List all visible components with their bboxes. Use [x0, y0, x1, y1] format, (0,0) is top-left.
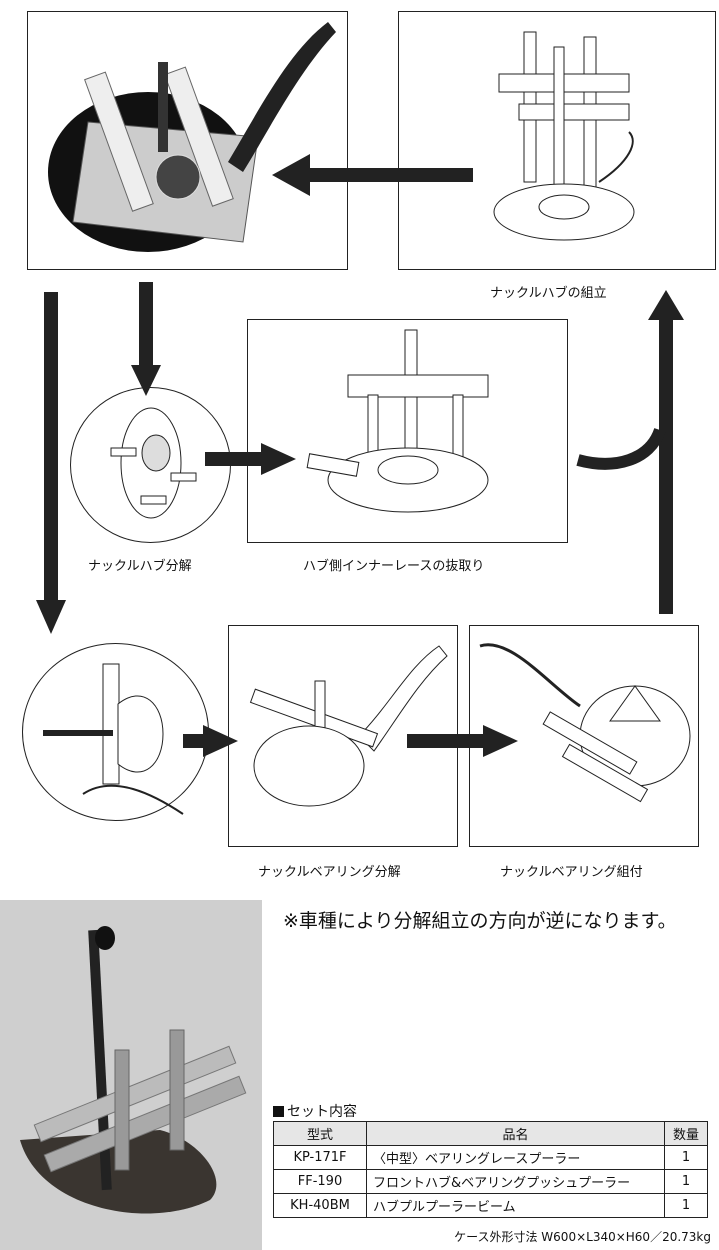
- knuckle-hub-assembly-illustration: [493, 31, 635, 241]
- set-contents-title-text: セット内容: [287, 1104, 357, 1120]
- cell-model: KP-171F: [273, 1145, 367, 1170]
- bearing-installation-illustration: [479, 643, 691, 803]
- cell-name: ハブプルプーラービーム: [366, 1193, 665, 1218]
- table-row: KP-171F 〈中型〉ベアリングレースプーラー 1: [273, 1145, 708, 1170]
- cell-name: 〈中型〉ベアリングレースプーラー: [366, 1145, 665, 1170]
- arrow-press-to-hub-disassembly: [131, 282, 161, 396]
- set-contents-title: セット内容: [273, 1101, 357, 1121]
- arrow-bearing-detail-to-disassembly: [183, 725, 238, 757]
- caption-knuckle-bearing-disassembly: ナックルベアリング分解: [258, 865, 401, 880]
- set-contents-table: 型式 品名 数量 KP-171F 〈中型〉ベアリングレースプーラー 1 FF-1…: [273, 1121, 708, 1218]
- arrow-hub-disassembly-to-race-removal: [205, 443, 296, 475]
- case-dimensions: ケース外形寸法 W600×L340×H60／20.73kg: [454, 1230, 711, 1244]
- arrow-disassembly-to-installation: [407, 725, 518, 757]
- panel-hub-inner-race-removal: [247, 319, 568, 543]
- table-row: KH-40BM ハブプルプーラービーム 1: [273, 1193, 708, 1218]
- circle-knuckle-hub-disassembly: [70, 387, 231, 543]
- cell-quantity: 1: [664, 1193, 708, 1218]
- arrow-left-down-to-bearing-detail: [36, 292, 66, 634]
- column-header-quantity: 数量: [664, 1121, 708, 1146]
- cell-model: KH-40BM: [273, 1193, 367, 1218]
- direction-note: ※車種により分解組立の方向が逆になります。: [283, 910, 677, 932]
- square-bullet-icon: [273, 1106, 284, 1117]
- panel-hub-press-photo: [27, 11, 348, 270]
- panel-knuckle-bearing-installation: [469, 625, 699, 847]
- circle-knuckle-bearing-detail: [22, 643, 209, 821]
- panel-knuckle-hub-assembly: [398, 11, 716, 270]
- table-header-row: 型式 品名 数量: [273, 1121, 708, 1146]
- column-header-model: 型式: [273, 1121, 367, 1146]
- cell-name: フロントハブ&ベアリングプッシュプーラー: [366, 1169, 665, 1194]
- column-header-name: 品名: [366, 1121, 665, 1146]
- panel-knuckle-bearing-disassembly: [228, 625, 458, 847]
- inner-race-removal-illustration: [306, 329, 489, 513]
- cell-quantity: 1: [664, 1145, 708, 1170]
- cell-model: FF-190: [273, 1169, 367, 1194]
- table-row: FF-190 フロントハブ&ベアリングプッシュプーラー 1: [273, 1169, 708, 1194]
- bearing-disassembly-illustration: [249, 645, 448, 807]
- cell-quantity: 1: [664, 1169, 708, 1194]
- caption-knuckle-hub-assembly: ナックルハブの組立: [490, 286, 607, 301]
- hub-press-illustration: [48, 22, 336, 252]
- arrow-merge-up-to-assembly: [576, 290, 684, 614]
- arrow-assembly-to-press: [272, 154, 473, 196]
- bearing-detail-illustration: [43, 663, 184, 815]
- hub-disassembly-illustration: [110, 407, 197, 519]
- product-photo: [0, 900, 262, 1250]
- product-photo-illustration: [20, 926, 247, 1214]
- caption-knuckle-hub-disassembly: ナックルハブ分解: [88, 559, 192, 574]
- flow-arrows: [36, 154, 684, 757]
- caption-knuckle-bearing-installation: ナックルベアリング組付: [500, 865, 643, 880]
- caption-hub-inner-race-removal: ハブ側インナーレースの抜取り: [303, 559, 485, 574]
